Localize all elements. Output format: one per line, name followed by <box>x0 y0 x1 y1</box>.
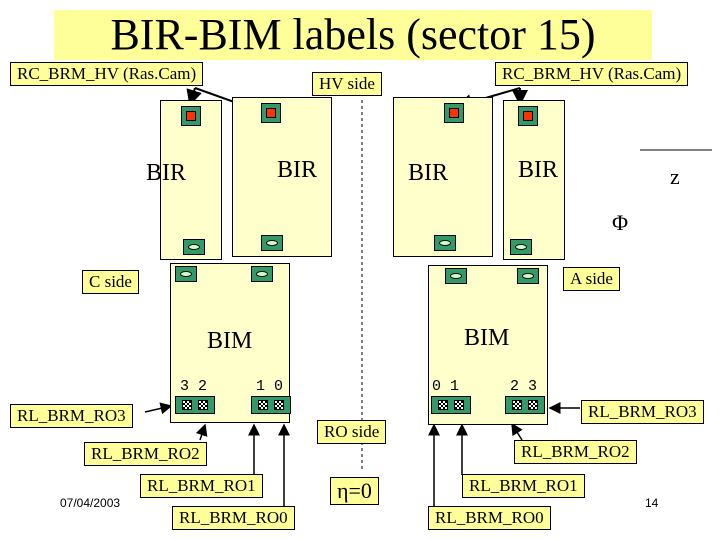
phi-label: Φ <box>612 210 629 235</box>
camera-mount-icon <box>261 103 281 123</box>
slide-title: BIR-BIM labels (sector 15) <box>54 10 652 60</box>
bim-chamber-right <box>428 265 548 425</box>
bir-label-4: BIR <box>518 157 559 183</box>
sensor-icon <box>261 235 283 251</box>
page-number: 14 <box>645 496 659 510</box>
bir-label-2: BIR <box>277 157 318 183</box>
footer-date: 07/04/2003 <box>60 496 121 510</box>
bir-chamber-4 <box>503 100 565 260</box>
sensor-icon <box>445 268 467 284</box>
sensor-icon <box>175 266 197 282</box>
sensor-icon <box>183 239 205 255</box>
eta-label: η=0 <box>330 477 379 505</box>
ro1-right-label: RL_BRM_RO1 <box>462 474 585 498</box>
ro3-right-label: RL_BRM_RO3 <box>581 400 704 424</box>
bir-label-1: BIR <box>146 160 187 186</box>
bir-chamber-3 <box>393 97 493 257</box>
sensor-icon <box>251 266 273 282</box>
ro-side-label: RO side <box>317 420 387 444</box>
ro0-right-label: RL_BRM_RO0 <box>428 506 551 530</box>
camera-mount-icon <box>518 106 538 126</box>
bim-chamber-left <box>170 263 291 423</box>
rc-right-label: RC_BRM_HV (Ras.Cam) <box>495 62 689 86</box>
port-numbers-left-a: 3 2 <box>180 378 208 395</box>
ro1-left-label: RL_BRM_RO1 <box>140 474 263 498</box>
bir-chamber-2 <box>232 97 332 257</box>
port-numbers-left-b: 1 0 <box>256 378 284 395</box>
readout-connector-icon <box>251 396 291 414</box>
rc-left-label: RC_BRM_HV (Ras.Cam) <box>10 62 204 86</box>
bir-label-3: BIR <box>408 160 449 186</box>
readout-connector-icon <box>505 396 545 414</box>
z-axis-label: z <box>670 164 680 189</box>
sensor-icon <box>434 235 456 251</box>
sensor-icon <box>510 239 532 255</box>
ro2-right-label: RL_BRM_RO2 <box>514 440 637 464</box>
port-numbers-right-a: 0 1 <box>432 378 460 395</box>
sensor-icon <box>517 268 539 284</box>
readout-connector-icon <box>431 396 471 414</box>
camera-mount-icon <box>181 106 201 126</box>
bim-label-left: BIM <box>207 328 253 354</box>
ro0-left-label: RL_BRM_RO0 <box>172 506 295 530</box>
camera-mount-icon <box>444 103 464 123</box>
ro3-left-label: RL_BRM_RO3 <box>10 404 133 428</box>
c-side-label: C side <box>82 270 139 294</box>
bim-label-right: BIM <box>464 325 510 351</box>
a-side-label: A side <box>563 267 620 291</box>
ro2-left-label: RL_BRM_RO2 <box>84 442 207 466</box>
readout-connector-icon <box>175 396 215 414</box>
port-numbers-right-b: 2 3 <box>510 378 538 395</box>
hv-side-label: HV side <box>312 72 382 96</box>
bir-chamber-1 <box>160 100 222 260</box>
